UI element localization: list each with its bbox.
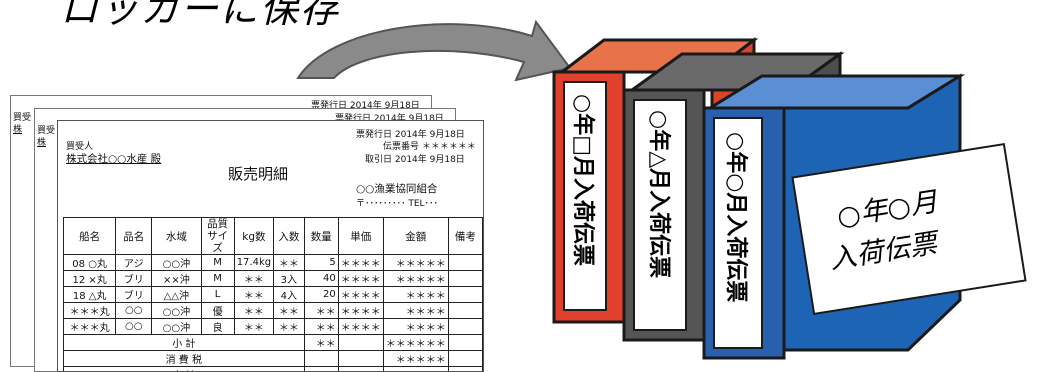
- cell: △△沖: [152, 287, 201, 303]
- seller-address: 〒･････････ TEL･･･: [356, 196, 438, 209]
- cell: ＊＊: [274, 319, 305, 335]
- cell: [448, 255, 482, 271]
- cell: 08 ○丸: [64, 255, 116, 271]
- table-row: 18 △丸 ブリ △△沖 L ＊＊ 4入 20 ＊＊＊＊ ＊＊＊＊: [64, 287, 483, 303]
- column-header: 品質 サイズ: [201, 218, 234, 255]
- total-label: 合 計: [64, 367, 305, 372]
- tax-row: 消 費 税 ＊＊＊＊＊: [64, 351, 483, 367]
- tax-label: 消 費 税: [64, 351, 305, 367]
- cell: ○○沖: [152, 255, 201, 271]
- cell: ＊＊＊＊: [338, 255, 383, 271]
- cell: [448, 319, 482, 335]
- column-header: 備考: [448, 218, 482, 255]
- table-row: 12 ×丸 ブリ ××沖 M ＊＊ 3入 40 ＊＊＊＊ ＊＊＊＊＊: [64, 271, 483, 287]
- seller-name: ○○漁業協同組合: [356, 181, 437, 196]
- cell: ＊＊: [304, 303, 338, 319]
- cell: ○○沖: [152, 303, 201, 319]
- cell: ＊＊: [234, 271, 273, 287]
- statement-title: 販売明細: [228, 163, 288, 184]
- cell: 17.4kg: [234, 255, 273, 271]
- subtotal-row: 小 計 ＊＊ ＊＊＊＊＊＊: [64, 335, 483, 351]
- column-header: kg数: [234, 218, 273, 255]
- cell: ＊＊: [234, 303, 273, 319]
- cell: 良: [201, 319, 234, 335]
- cell: 優: [201, 303, 234, 319]
- buyer-name: 株式会社○○水産 殿: [66, 151, 161, 166]
- cell: 12 ×丸: [64, 271, 116, 287]
- cell: ＊＊＊＊: [338, 271, 383, 287]
- cell: ブリ: [116, 287, 152, 303]
- cell: ＊＊: [274, 255, 305, 271]
- sales-statement: 買受人 株式会社○○水産 殿 票発行日 2014年 9月18日 伝票番号 ＊＊＊…: [57, 120, 484, 372]
- cell: ＊＊＊＊: [338, 303, 383, 319]
- cell: M: [201, 255, 234, 271]
- column-header: 船名: [64, 218, 116, 255]
- table-row: ＊＊＊丸 ○○ ○○沖 良 ＊＊ ＊＊ ＊＊ ＊＊＊＊ ＊＊＊＊: [64, 319, 483, 335]
- cell: ＊＊＊＊: [338, 287, 383, 303]
- cell: ＊＊＊＊＊: [383, 255, 448, 271]
- total-row: 合 計 ＊＊＊＊＊＊: [64, 367, 483, 372]
- statement-table: 船名 品名 水域 品質 サイズ kg数 入数 数量 単価 金額 備考 08 ○丸…: [63, 217, 483, 372]
- cell: ＊＊＊＊＊: [383, 271, 448, 287]
- cell: ブリ: [116, 271, 152, 287]
- buyer-name: 株: [37, 135, 46, 148]
- column-header: 水域: [152, 218, 201, 255]
- buyer-name: 株: [13, 122, 22, 135]
- cell: ＊＊＊＊: [383, 287, 448, 303]
- column-header: 品名: [116, 218, 152, 255]
- total-amount: ＊＊＊＊＊＊: [383, 367, 448, 372]
- cell: [448, 303, 482, 319]
- subtotal-quantity: ＊＊: [304, 335, 338, 351]
- cell: ＊＊: [304, 319, 338, 335]
- binder-spine-label: ○年○月入荷伝票: [723, 132, 749, 302]
- column-header: 数量: [304, 218, 338, 255]
- cell: 5: [304, 255, 338, 271]
- table-row: 08 ○丸 アジ ○○沖 M 17.4kg ＊＊ 5 ＊＊＊＊ ＊＊＊＊＊: [64, 255, 483, 271]
- trade-date: 取引日 2014年 9月18日: [365, 152, 465, 165]
- cell: 20: [304, 287, 338, 303]
- cell: 3入: [274, 271, 305, 287]
- binder-spine-label: ○年□月入荷伝票: [570, 94, 596, 266]
- cell: ＊＊＊＊: [338, 319, 383, 335]
- column-header: 金額: [383, 218, 448, 255]
- cell: 4入: [274, 287, 305, 303]
- cell: L: [201, 287, 234, 303]
- cell: M: [201, 271, 234, 287]
- cell: アジ: [116, 255, 152, 271]
- binders-illustration: ○年□月入荷伝票 ○年△月入荷伝票 ○年○月入荷伝票 ○年○月 入荷伝票: [540, 0, 1048, 369]
- subtotal-amount: ＊＊＊＊＊＊: [383, 335, 448, 351]
- cell: 40: [304, 271, 338, 287]
- cell: ＊＊: [234, 319, 273, 335]
- slip-number: 伝票番号 ＊＊＊＊＊＊: [383, 139, 476, 152]
- cell: ＊＊＊丸: [64, 303, 116, 319]
- cell: ＊＊＊＊: [383, 319, 448, 335]
- cell: 18 △丸: [64, 287, 116, 303]
- column-header: 単価: [338, 218, 383, 255]
- table-header-row: 船名 品名 水域 品質 サイズ kg数 入数 数量 単価 金額 備考: [64, 218, 483, 255]
- cell: ＊＊＊丸: [64, 319, 116, 335]
- cell: ○○: [116, 319, 152, 335]
- column-header: 入数: [274, 218, 305, 255]
- cell: [448, 271, 482, 287]
- cell: ＊＊: [274, 303, 305, 319]
- cell: ＊＊: [234, 287, 273, 303]
- cell: ＊＊＊＊: [383, 303, 448, 319]
- cell: ○○沖: [152, 319, 201, 335]
- binder-spine-label: ○年△月入荷伝票: [646, 110, 672, 278]
- cell: [448, 287, 482, 303]
- tax-amount: ＊＊＊＊＊: [383, 351, 448, 367]
- cell: ××沖: [152, 271, 201, 287]
- table-row: ＊＊＊丸 ○○ ○○沖 優 ＊＊ ＊＊ ＊＊ ＊＊＊＊ ＊＊＊＊: [64, 303, 483, 319]
- subtotal-label: 小 計: [64, 335, 305, 351]
- cell: ○○: [116, 303, 152, 319]
